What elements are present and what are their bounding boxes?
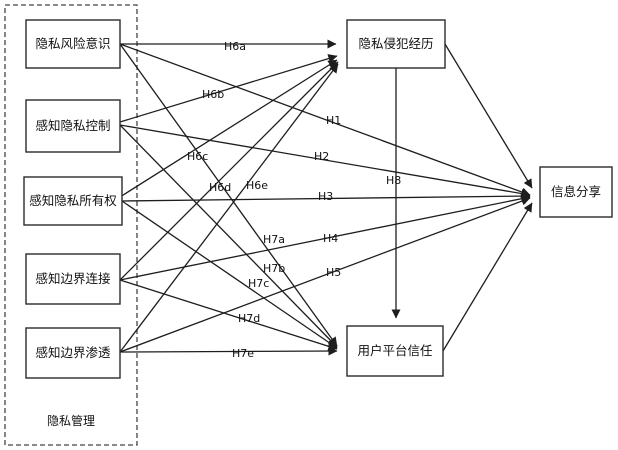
node-information-sharing-label: 信息分享 [551, 184, 601, 199]
edge-trust-sharing [442, 202, 533, 352]
node-perceived-privacy-control: 感知隐私控制 [25, 99, 121, 153]
edge-h4 [119, 194, 531, 281]
edge-label-h7d: H7d [238, 312, 260, 325]
node-privacy-risk-awareness-label: 隐私风险意识 [35, 36, 110, 51]
edge-label-h3: H3 [318, 190, 333, 203]
node-perceived-boundary-permeation: 感知边界渗透 [25, 327, 121, 379]
edge-label-h2: H2 [314, 150, 329, 163]
node-perceived-privacy-control-label: 感知隐私控制 [35, 118, 110, 133]
edge-h7c [121, 200, 338, 349]
edge-label-h7e: H7e [232, 347, 254, 360]
node-user-platform-trust-label: 用户平台信任 [357, 343, 432, 358]
node-privacy-violation-experience: 隐私侵犯经历 [346, 19, 446, 69]
node-perceived-boundary-permeation-label: 感知边界渗透 [35, 345, 111, 360]
edge-h1 [119, 43, 531, 197]
edge-label-h6e: H6e [246, 179, 268, 192]
edge-label-h6b: H6b [202, 88, 224, 101]
edge-label-h6a: H6a [224, 40, 246, 53]
edge-label-h8: H8 [386, 174, 401, 187]
edge-h3 [121, 191, 531, 202]
node-perceived-boundary-linkage-label: 感知边界连接 [35, 271, 111, 286]
edge-h6d [119, 61, 339, 281]
privacy-management-label: 隐私管理 [47, 413, 95, 428]
node-user-platform-trust: 用户平台信任 [346, 325, 444, 377]
edge-h6e [119, 63, 339, 353]
edge-violation-sharing [444, 43, 533, 189]
node-information-sharing: 信息分享 [539, 166, 613, 218]
edge-label-h5: H5 [326, 266, 341, 279]
edge-h5 [119, 196, 531, 353]
edge-h7a [119, 43, 338, 347]
edge-h6b [119, 54, 338, 123]
node-privacy-violation-experience-label: 隐私侵犯经历 [358, 36, 433, 51]
edge-h7e [119, 346, 338, 356]
node-perceived-privacy-ownership-label: 感知隐私所有权 [29, 193, 117, 208]
edge-label-h7c: H7c [248, 277, 269, 290]
edge-label-h6d: H6d [209, 181, 231, 194]
edge-label-h4: H4 [323, 232, 338, 245]
edge-label-h6c: H6c [187, 150, 208, 163]
edge-label-h7b: H7b [263, 262, 285, 275]
privacy-management-group [4, 4, 138, 446]
node-privacy-risk-awareness: 隐私风险意识 [25, 19, 121, 69]
edge-h7d [119, 279, 338, 351]
edge-label-h7a: H7a [263, 233, 285, 246]
edge-h2 [119, 124, 531, 199]
node-perceived-privacy-ownership: 感知隐私所有权 [23, 176, 123, 226]
edge-h7b [119, 124, 338, 348]
edges-layer [119, 39, 533, 356]
edge-h6c [119, 59, 338, 198]
edge-label-h1: H1 [326, 114, 341, 127]
node-perceived-boundary-linkage: 感知边界连接 [25, 253, 121, 305]
